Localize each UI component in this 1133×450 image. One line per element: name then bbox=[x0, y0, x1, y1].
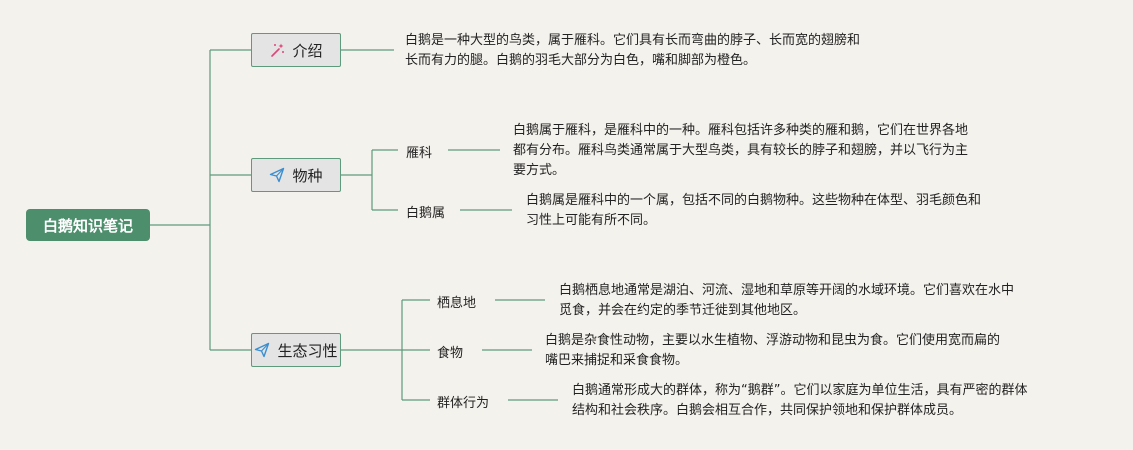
subtopic-food[interactable]: 食物 bbox=[437, 342, 463, 361]
desc-line: 白鹅属于雁科，是雁科中的一种。雁科包括许多种类的雁和鹅，它们在世界各地 bbox=[513, 123, 969, 138]
subtopic-label: 栖息地 bbox=[437, 296, 477, 311]
desc-line: 习性上可能有所不同。 bbox=[526, 213, 657, 228]
topic-introduction-desc: 白鹅是一种大型的鸟类，属于雁科。它们具有长而弯曲的脖子、长而宽的翅膀和 长而有力… bbox=[405, 31, 905, 71]
desc-line: 白鹅是一种大型的鸟类，属于雁科。它们具有长而弯曲的脖子、长而宽的翅膀和 bbox=[405, 33, 861, 48]
topic-label: 物种 bbox=[292, 166, 323, 185]
subtopic-baiteshu-desc: 白鹅属是雁科中的一个属，包括不同的白鹅物种。这些物种在体型、羽毛颜色和 习性上可… bbox=[526, 191, 1026, 231]
desc-line: 结构和社会秩序。白鹅会相互合作，共同保护领地和保护群体成员。 bbox=[572, 403, 963, 418]
subtopic-label: 群体行为 bbox=[437, 396, 490, 411]
root-node[interactable]: 白鹅知识笔记 bbox=[26, 209, 150, 241]
desc-line: 都有分布。雁科鸟类通常属于大型鸟类，具有较长的脖子和翅膀，并以飞行为主 bbox=[513, 143, 969, 158]
subtopic-habitat[interactable]: 栖息地 bbox=[437, 292, 476, 311]
desc-line: 白鹅栖息地通常是湖泊、河流、湿地和草原等开阔的水域环境。它们喜欢在水中 bbox=[559, 283, 1015, 298]
topic-label: 生态习性 bbox=[277, 341, 338, 360]
subtopic-food-desc: 白鹅是杂食性动物，主要以水生植物、浮游动物和昆虫为食。它们使用宽而扁的 嘴巴来捕… bbox=[545, 331, 1045, 371]
desc-line: 觅食，并会在约定的季节迁徙到其他地区。 bbox=[559, 303, 807, 318]
subtopic-label: 雁科 bbox=[406, 146, 433, 161]
subtopic-baiteshu[interactable]: 白鹅属 bbox=[406, 202, 445, 221]
sparkle-wand-icon bbox=[269, 42, 285, 58]
desc-line: 白鹅是杂食性动物，主要以水生植物、浮游动物和昆虫为食。它们使用宽而扁的 bbox=[545, 333, 1001, 348]
paper-plane-icon bbox=[254, 342, 270, 358]
subtopic-yanke-desc: 白鹅属于雁科，是雁科中的一种。雁科包括许多种类的雁和鹅，它们在世界各地 都有分布… bbox=[513, 121, 1013, 181]
topic-ecology[interactable]: 生态习性 bbox=[251, 333, 341, 367]
desc-line: 要方式。 bbox=[513, 163, 566, 178]
topic-species[interactable]: 物种 bbox=[251, 158, 341, 192]
desc-line: 白鹅通常形成大的群体，称为“鹅群”。它们以家庭为单位生活，具有严密的群体 bbox=[572, 383, 1028, 398]
desc-line: 白鹅属是雁科中的一个属，包括不同的白鹅物种。这些物种在体型、羽毛颜色和 bbox=[526, 193, 982, 208]
subtopic-habitat-desc: 白鹅栖息地通常是湖泊、河流、湿地和草原等开阔的水域环境。它们喜欢在水中 觅食，并… bbox=[559, 281, 1059, 321]
subtopic-group-behavior[interactable]: 群体行为 bbox=[437, 392, 489, 411]
topic-introduction[interactable]: 介绍 bbox=[251, 33, 341, 67]
subtopic-label: 白鹅属 bbox=[406, 206, 446, 221]
desc-line: 嘴巴来捕捉和采食食物。 bbox=[545, 353, 689, 368]
subtopic-group-behavior-desc: 白鹅通常形成大的群体，称为“鹅群”。它们以家庭为单位生活，具有严密的群体 结构和… bbox=[572, 381, 1092, 421]
paper-plane-icon bbox=[269, 167, 285, 183]
root-label: 白鹅知识笔记 bbox=[42, 216, 133, 235]
desc-line: 长而有力的腿。白鹅的羽毛大部分为白色，嘴和脚部为橙色。 bbox=[405, 53, 757, 68]
subtopic-label: 食物 bbox=[437, 346, 464, 361]
subtopic-yanke[interactable]: 雁科 bbox=[406, 142, 432, 161]
topic-label: 介绍 bbox=[292, 41, 323, 60]
